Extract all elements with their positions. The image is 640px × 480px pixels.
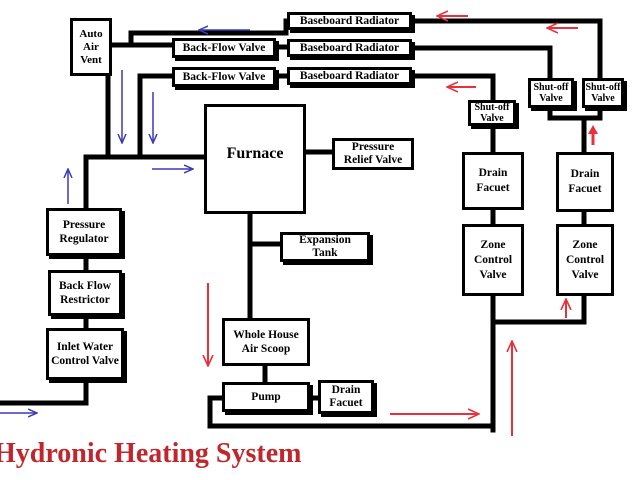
drain-facuet-left-label: Drain Facuet [476, 167, 510, 194]
pressure-relief-valve: Pressure Relief Valve [332, 138, 414, 170]
pipe-rad3-right [409, 73, 496, 103]
baseboard-radiator-2: Baseboard Radiator [287, 39, 412, 57]
drain-facuet-left: Drain Facuet [462, 152, 524, 210]
drain-facuet-right: Drain Facuet [556, 152, 614, 212]
shutoff-valve-left: Shut-off Valve [468, 100, 516, 126]
shutoff-valve-right-label: Shut-off Valve [585, 82, 621, 104]
diagram-title: Hydronic Heating System [0, 438, 302, 469]
zone-control-valve-left-label: Zone Control Valve [473, 238, 513, 281]
shutoff-valve-left-label: Shut-off Valve [474, 102, 510, 124]
back-flow-restrictor-label: Back Flow Restrictor [58, 280, 112, 306]
shutoff-valve-right: Shut-off Valve [582, 78, 624, 108]
back-flow-valve-1-label: Back-Flow Valve [182, 42, 266, 54]
baseboard-radiator-3-label: Baseboard Radiator [299, 70, 400, 82]
pipe-rad1-right [409, 18, 603, 81]
back-flow-valve-2: Back-Flow Valve [172, 67, 276, 87]
auto-air-vent: Auto Air Vent [70, 18, 112, 76]
zone-control-valve-left: Zone Control Valve [462, 224, 524, 296]
pump: Pump [222, 382, 310, 412]
furnace-label: Furnace [226, 145, 284, 162]
baseboard-radiator-1: Baseboard Radiator [287, 12, 412, 30]
shutoff-valve-mid: Shut-off Valve [528, 78, 574, 108]
expansion-tank: Expansion Tank [280, 232, 370, 262]
back-flow-restrictor: Back Flow Restrictor [48, 270, 122, 316]
drain-facuet-right-label: Drain Facuet [568, 168, 602, 195]
inlet-water-control-valve: Inlet Water Control Valve [46, 328, 124, 380]
shutoff-valve-mid-label: Shut-off Valve [533, 82, 569, 104]
baseboard-radiator-2-label: Baseboard Radiator [299, 42, 400, 54]
inlet-water-control-valve-label: Inlet Water Control Valve [51, 341, 119, 367]
pressure-relief-valve-label: Pressure Relief Valve [343, 141, 403, 166]
baseboard-radiator-1-label: Baseboard Radiator [299, 15, 400, 27]
pipe-zone-right-top [547, 105, 603, 121]
pressure-regulator-label: Pressure Regulator [59, 219, 109, 245]
zone-control-valve-right-label: Zone Control Valve [565, 238, 605, 281]
expansion-tank-label: Expansion Tank [299, 234, 351, 259]
pressure-regulator: Pressure Regulator [46, 208, 122, 256]
back-flow-valve-2-label: Back-Flow Valve [182, 71, 266, 83]
flow-arrows [0, 16, 598, 436]
pipe-backflow-lower [137, 73, 175, 160]
drain-facuet-pump: Drain Facuet [318, 380, 374, 414]
furnace: Furnace [204, 104, 306, 214]
drain-facuet-pump-label: Drain Facuet [329, 384, 363, 409]
auto-air-vent-label: Auto Air Vent [79, 27, 103, 66]
back-flow-valve-1: Back-Flow Valve [172, 38, 276, 58]
baseboard-radiator-3: Baseboard Radiator [287, 67, 412, 85]
zone-control-valve-right: Zone Control Valve [556, 224, 614, 296]
whole-house-air-scoop: Whole House Air Scoop [222, 318, 310, 366]
pipe-pump-return [207, 395, 496, 429]
pipe-rad1-left [128, 18, 289, 48]
pipe-rad2-right [409, 45, 553, 81]
pump-label: Pump [251, 391, 281, 403]
whole-house-air-scoop-label: Whole House Air Scoop [233, 329, 299, 355]
